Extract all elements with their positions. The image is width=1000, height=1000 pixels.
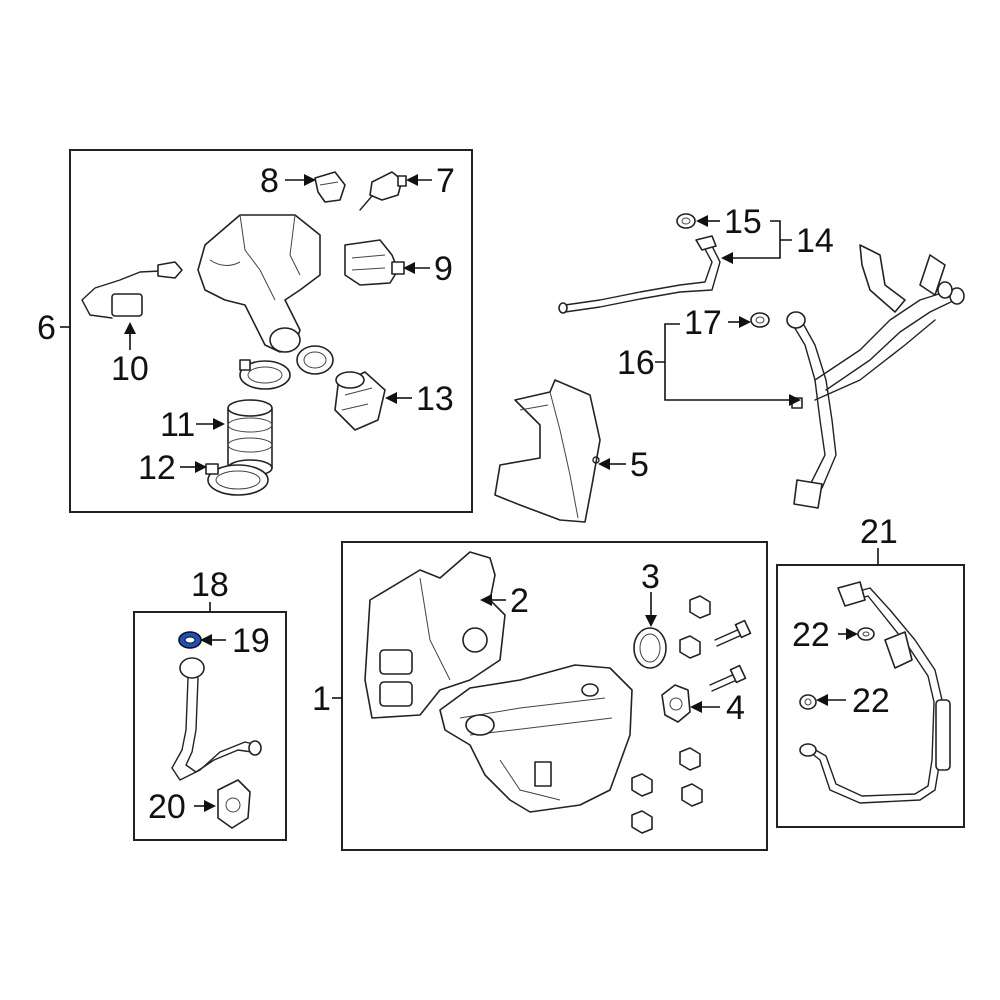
group-box-turbocharger (341, 541, 768, 851)
part-20-gasket (217, 779, 251, 829)
leader-16-bracket (655, 323, 790, 401)
arrow-22-lower (816, 694, 828, 706)
arrow-11 (213, 418, 225, 430)
part-9-valve (344, 239, 405, 286)
callout-1: 1 (312, 680, 331, 718)
part-22-washer-upper (857, 627, 875, 641)
part-17-washer (750, 312, 770, 328)
callout-11: 11 (160, 406, 195, 444)
callout-17: 17 (684, 304, 722, 342)
callout-14: 14 (796, 222, 834, 260)
callout-6: 6 (37, 309, 56, 347)
callout-16: 16 (617, 344, 655, 382)
part-13-hose (334, 371, 386, 431)
callout-22-lower: 22 (852, 682, 890, 720)
callout-7: 7 (436, 162, 455, 200)
part-22-washer-lower (799, 694, 817, 710)
arrow-13 (385, 392, 397, 404)
callout-18: 18 (191, 566, 229, 604)
callout-8: 8 (260, 162, 279, 200)
arrow-12 (195, 461, 207, 473)
arrow-10 (124, 322, 136, 334)
arrow-7 (406, 174, 418, 186)
part-12-clamp (205, 463, 269, 496)
part-10-sensor-harness (81, 261, 183, 319)
part-14-coolant-pipe (558, 235, 721, 314)
arrow-4 (690, 701, 702, 713)
clamp-upper (239, 359, 291, 390)
clamp-lower (296, 345, 334, 375)
part-16-coolant-pipe-assembly (786, 244, 965, 509)
group-box-oil-feed (776, 564, 965, 828)
arrow-8 (304, 174, 316, 186)
part-2-gasket-shield (364, 551, 506, 719)
callout-21: 21 (860, 513, 898, 551)
part-7-sensor (359, 171, 407, 211)
leader-14-bracket (732, 220, 792, 259)
callout-12: 12 (138, 449, 176, 487)
arrow-16 (789, 394, 801, 406)
callout-20: 20 (148, 788, 186, 826)
arrow-9 (403, 262, 415, 274)
part-21-oil-feed-line (799, 581, 951, 804)
nuts-and-bolts (631, 595, 752, 834)
part-15-washer (676, 213, 696, 229)
arrow-22-upper (846, 628, 858, 640)
callout-2: 2 (510, 582, 529, 620)
callout-15: 15 (724, 203, 762, 241)
intake-duct (197, 214, 321, 353)
arrow-3 (645, 615, 657, 627)
callout-19: 19 (232, 622, 270, 660)
part-18-oil-return-tube (171, 657, 262, 781)
part-19-washer-highlighted (178, 631, 202, 649)
part-3-gasket-ring (633, 627, 667, 669)
part-8-clip (314, 171, 346, 203)
callout-5: 5 (630, 446, 649, 484)
callout-4: 4 (726, 689, 745, 727)
group-box-intake (69, 149, 473, 513)
arrow-15 (696, 215, 708, 227)
arrow-17 (739, 316, 751, 328)
arrow-2 (480, 594, 492, 606)
part-4-gasket (661, 684, 691, 723)
callout-9: 9 (434, 250, 453, 288)
turbocharger-body (439, 664, 633, 813)
callout-22-upper: 22 (792, 616, 830, 654)
part-5-heat-shield (494, 379, 601, 523)
arrow-20 (204, 800, 216, 812)
arrow-14 (721, 252, 733, 264)
callout-10: 10 (111, 350, 149, 388)
callout-13: 13 (416, 380, 454, 418)
callout-3: 3 (641, 558, 660, 596)
arrow-5 (598, 458, 610, 470)
arrow-19 (200, 634, 212, 646)
